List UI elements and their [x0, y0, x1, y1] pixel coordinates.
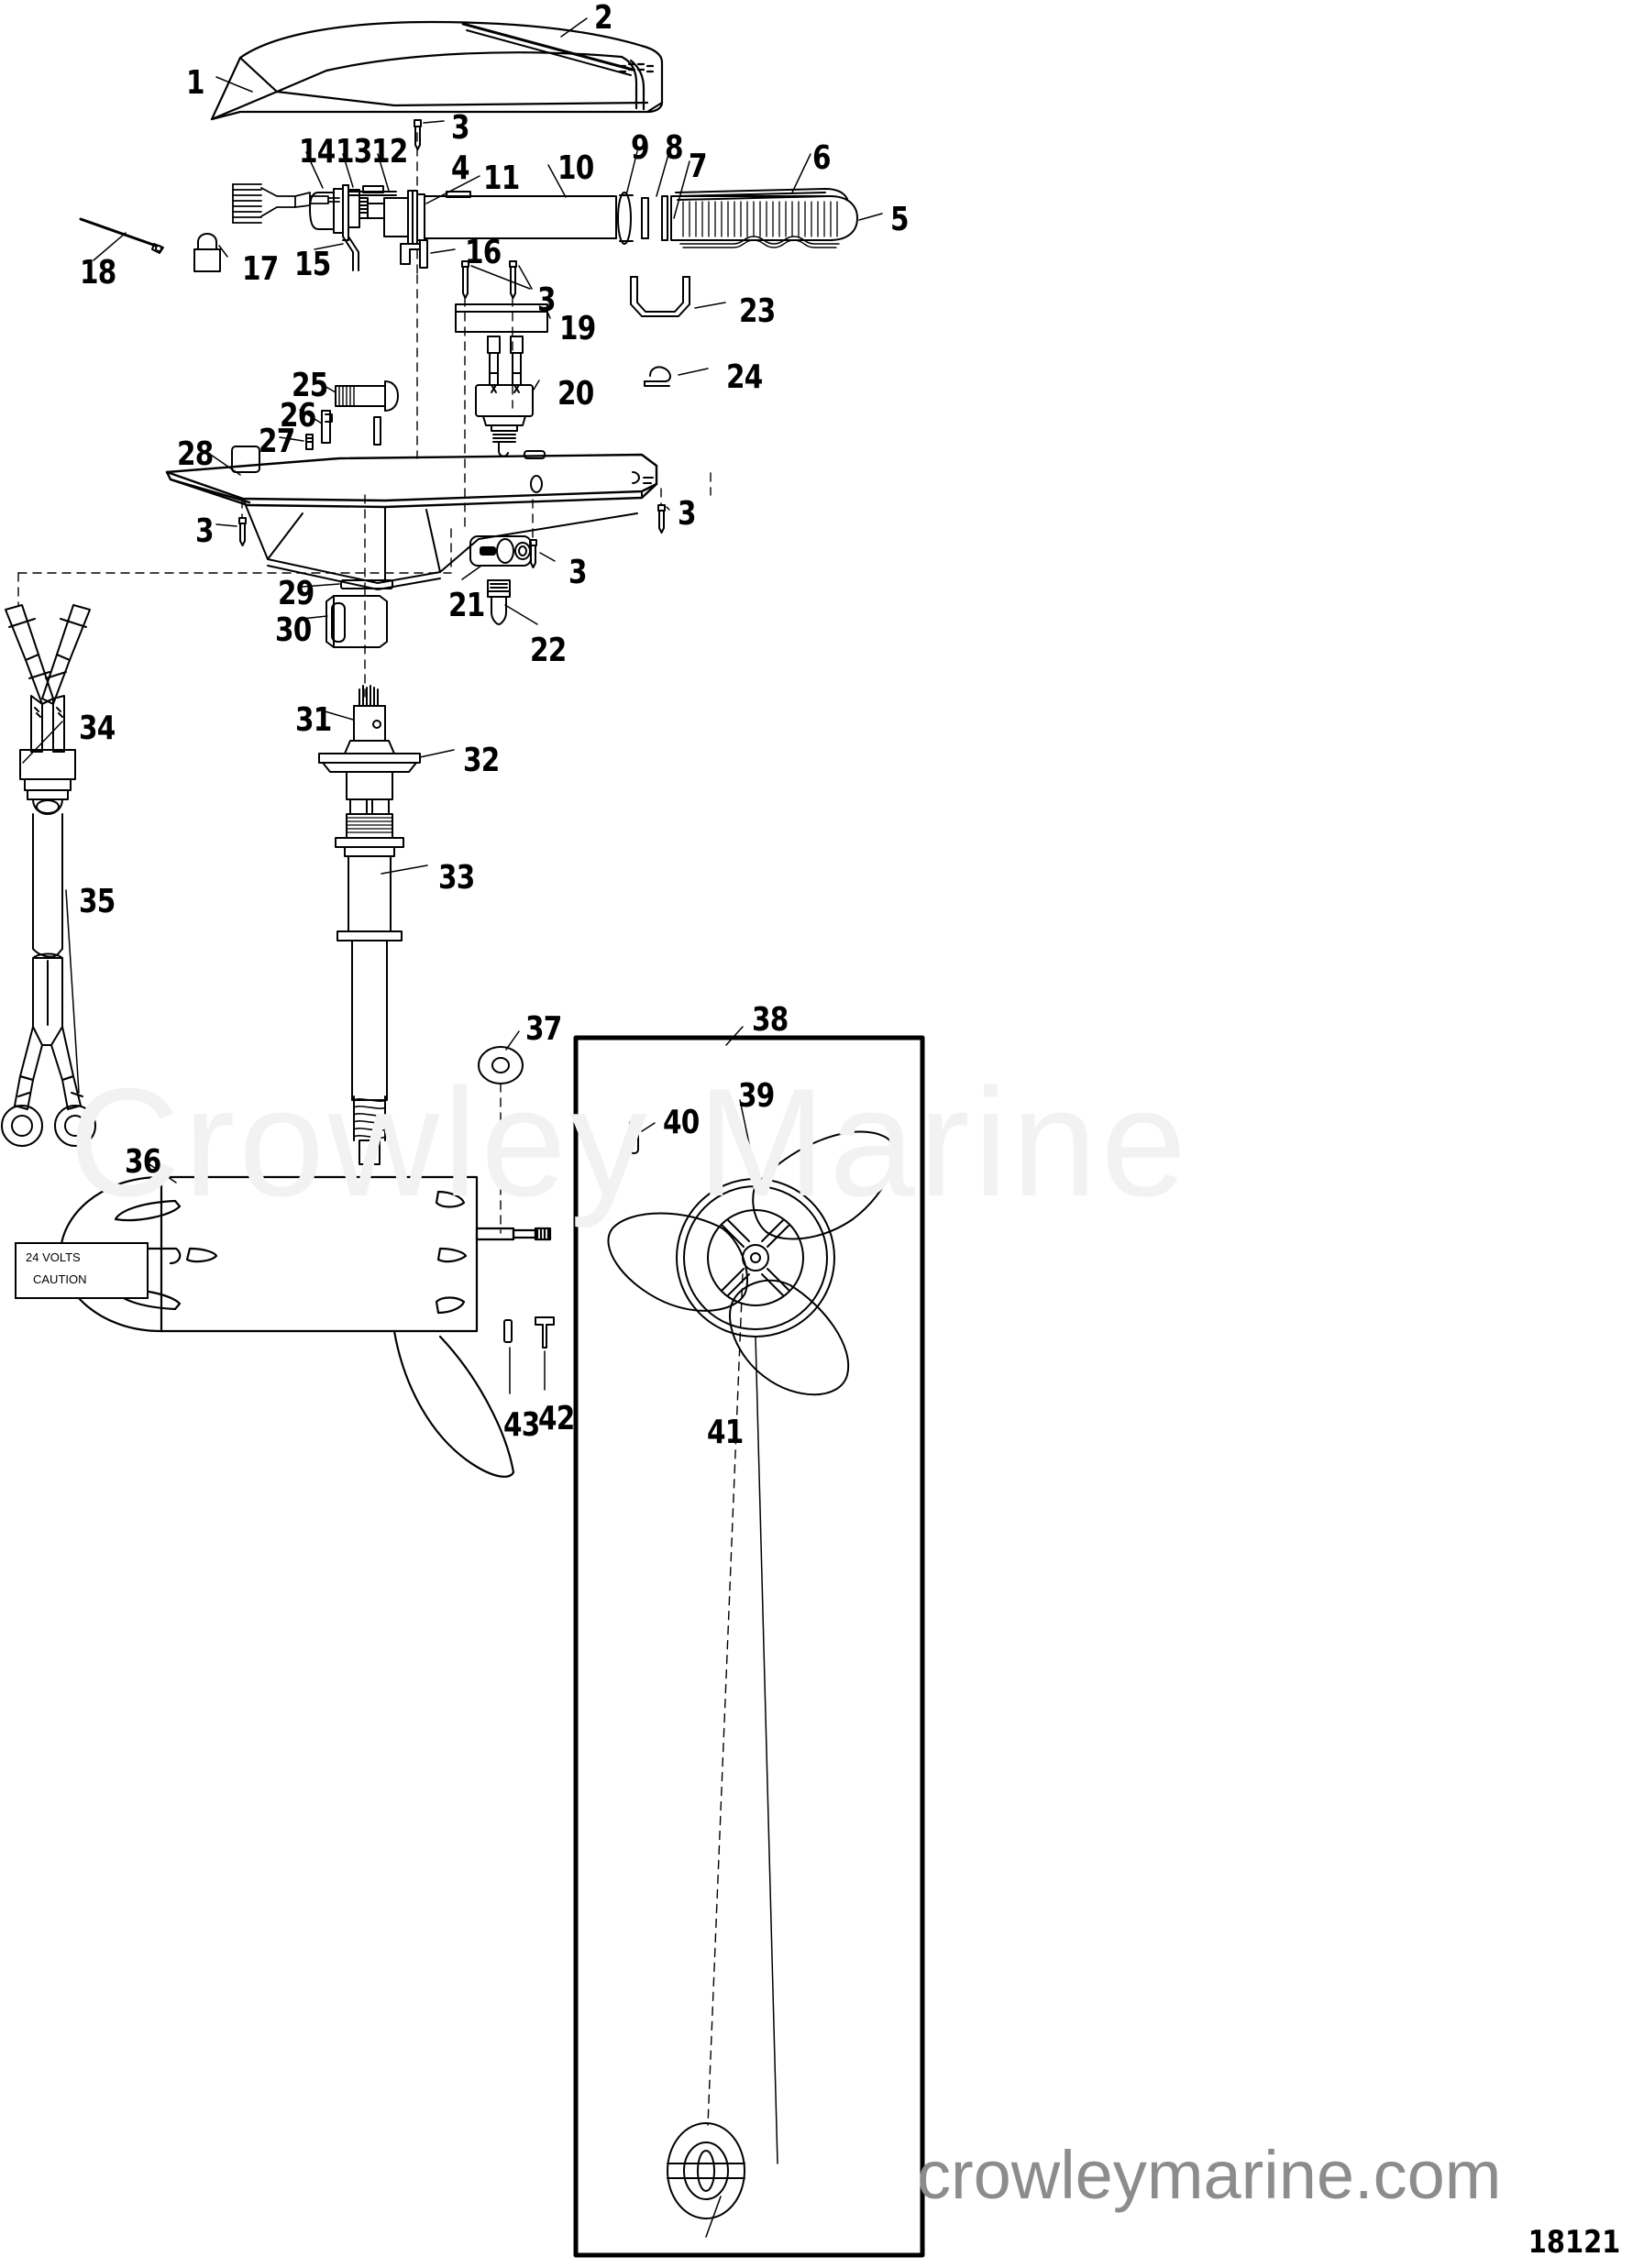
callout-propeller: 39 — [738, 1077, 775, 1115]
callout-screw-upper: 3 — [451, 109, 470, 147]
callout-washer: 8 — [665, 129, 684, 167]
caution-voltage-text: 24 VOLTS — [26, 1250, 81, 1264]
callout-spacer: 26 — [280, 397, 316, 435]
callout-bolt: 25 — [292, 367, 328, 404]
callout-bushing: 4 — [451, 149, 470, 187]
callout-mount-base: 28 — [177, 435, 214, 473]
callout-screw-prop: 42 — [538, 1400, 575, 1437]
callout-bracket-arm: 15 — [294, 246, 331, 283]
callout-screw-right: 3 — [678, 495, 697, 533]
drawing-part-number: 18121 — [1528, 2224, 1620, 2261]
callout-decal-plate: 21 — [448, 587, 485, 624]
callout-plug: 22 — [530, 632, 567, 669]
callout-switch-assembly: 20 — [557, 375, 594, 413]
callout-collar-flange: 32 — [463, 742, 500, 779]
callout-pin-small: 43 — [503, 1406, 540, 1444]
callout-handle-end-cap: 5 — [890, 201, 910, 238]
callout-clip: 16 — [465, 234, 502, 271]
callout-lower-unit: 36 — [125, 1143, 161, 1181]
callout-o-ring: 9 — [631, 129, 650, 167]
caution-word-text: CAUTION — [33, 1272, 87, 1286]
callout-collar: 11 — [483, 160, 520, 197]
callout-cable-connector: 34 — [79, 710, 116, 747]
callout-drive-pin: 40 — [663, 1104, 700, 1141]
caution-decal: 24 VOLTS CAUTION — [15, 1242, 149, 1299]
callout-hook-clip: 24 — [726, 358, 763, 396]
callout-retainer: 7 — [689, 148, 708, 185]
callout-knob: 17 — [242, 250, 279, 288]
callout-grip: 6 — [812, 139, 832, 177]
callout-control-bracket: 12 — [371, 133, 408, 171]
callout-washer-lower: 29 — [278, 575, 314, 612]
callout-speed-control: 13 — [336, 133, 372, 171]
callout-shaft: 33 — [438, 859, 475, 897]
callout-motor-cover: 1 — [186, 64, 205, 102]
callout-u-bracket: 23 — [739, 292, 776, 330]
callout-screw-left: 3 — [195, 512, 215, 550]
callout-clamp-block: 30 — [275, 611, 312, 649]
callout-pin: 27 — [259, 423, 295, 460]
callout-propeller-kit-box: 38 — [752, 1001, 789, 1039]
callout-wire-harness: 14 — [299, 133, 336, 171]
callout-upper-shaft-head: 31 — [295, 701, 332, 739]
callout-tiller-handle-tube: 10 — [557, 149, 594, 187]
callout-prop-nut: 41 — [707, 1414, 744, 1451]
callout-plate: 19 — [559, 310, 596, 347]
callout-long-rod: 18 — [80, 254, 116, 292]
callout-cover-trim: 2 — [594, 0, 613, 37]
watermark-url: crowleymarine.com — [917, 2137, 1502, 2213]
callout-anode: 37 — [525, 1010, 562, 1048]
callout-screw-lower: 3 — [568, 554, 588, 591]
watermark-crowley-marine: Crowley Marine — [69, 1056, 1190, 1228]
callout-battery-cable-leads: 35 — [79, 883, 116, 920]
callout-screw-pair: 3 — [537, 281, 557, 319]
